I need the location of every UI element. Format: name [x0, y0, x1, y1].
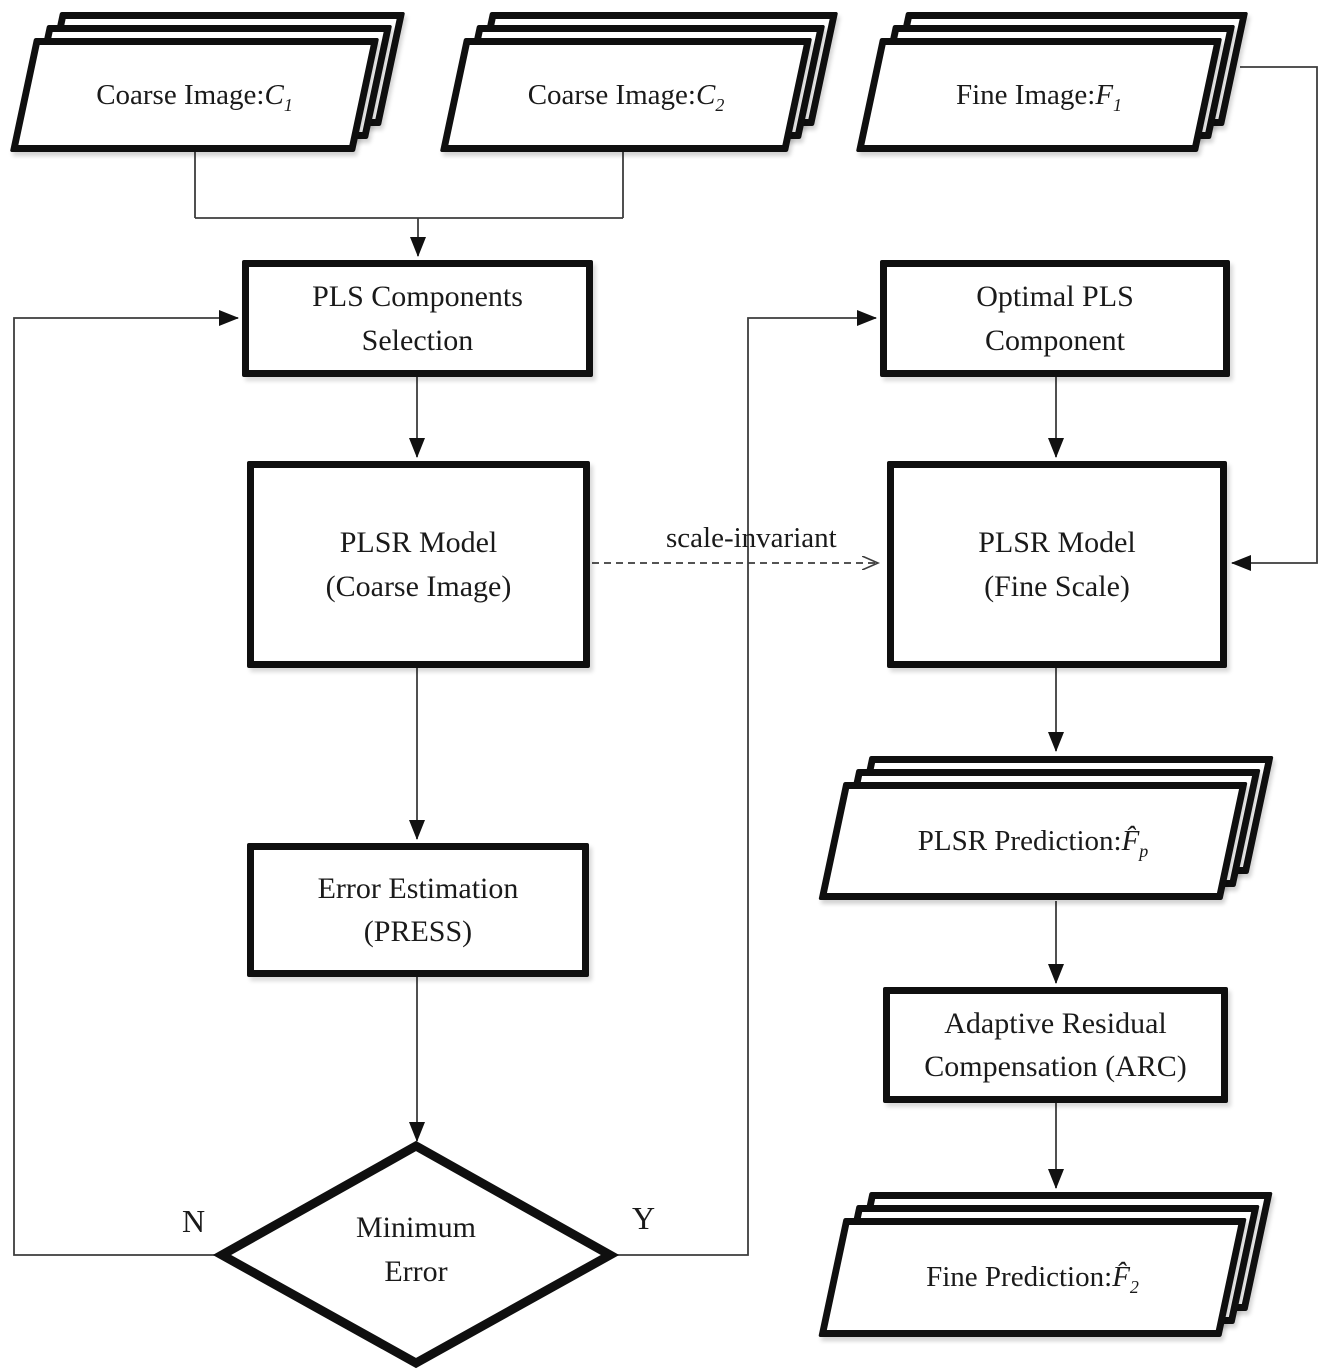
box-label: PLSR Model (Coarse Image)	[326, 521, 512, 608]
symbol-text: C	[695, 78, 716, 111]
label-line: Optimal PLS	[976, 280, 1134, 313]
fine-image-1-label: Fine Image: F1	[868, 38, 1210, 152]
symbol-text: F̂	[1121, 824, 1140, 857]
label-text: PLSR Prediction:	[917, 824, 1122, 857]
label-line: Minimum	[355, 1211, 476, 1244]
edge-fine-image-to-plsr-fine	[1231, 66, 1318, 571]
node-plsr-model-fine: PLSR Model (Fine Scale)	[887, 461, 1227, 668]
node-error-estimation: Error Estimation (PRESS)	[247, 843, 589, 977]
branch-no-label: N	[182, 1203, 206, 1239]
box-label: PLSR Model (Fine Scale)	[978, 521, 1136, 608]
label-line: Error	[384, 1254, 448, 1288]
plsr-prediction-label: PLSR Prediction: F̂p	[831, 782, 1235, 900]
label-line: PLSR Model	[978, 526, 1136, 559]
math-symbol: F1	[1095, 78, 1123, 115]
symbol-subscript: 1	[1113, 94, 1123, 115]
box-label: Error Estimation (PRESS)	[318, 867, 519, 954]
box-label: PLS Components Selection	[312, 275, 523, 362]
minimum-error-diamond	[212, 1140, 620, 1369]
label-text: Coarse Image:	[96, 78, 265, 111]
node-adaptive-residual-compensation: Adaptive Residual Compensation (ARC)	[883, 987, 1228, 1103]
branch-yes-label: Y	[632, 1200, 656, 1236]
label-line: (PRESS)	[363, 915, 473, 948]
label-line: Selection	[361, 323, 474, 357]
box-label: Adaptive Residual Compensation (ARC)	[924, 1002, 1187, 1089]
edge-yes-branch	[610, 310, 877, 1256]
label-text: Fine Prediction:	[926, 1261, 1113, 1293]
node-optimal-pls-component: Optimal PLS Component	[880, 260, 1230, 377]
label-line: Component	[984, 323, 1125, 357]
label-line: (Coarse Image)	[325, 569, 512, 603]
box-label: Optimal PLS Component	[976, 275, 1134, 362]
label-line: Adaptive Residual	[944, 1006, 1167, 1040]
fine-prediction-label: Fine Prediction: F̂2	[831, 1218, 1234, 1337]
label-text: Fine Image:	[955, 78, 1096, 111]
label-line: Compensation (ARC)	[924, 1050, 1187, 1083]
symbol-subscript: 1	[283, 94, 293, 115]
label-text: Coarse Image:	[527, 78, 696, 111]
symbol-text: C	[264, 78, 284, 111]
math-symbol: F̂p	[1121, 824, 1149, 861]
coarse-image-1-label: Coarse Image: C1	[22, 38, 367, 152]
math-symbol: C1	[264, 78, 293, 115]
label-line: Error Estimation	[317, 871, 519, 905]
label-line: PLSR Model	[339, 526, 498, 559]
math-symbol: C2	[695, 78, 725, 115]
symbol-subscript: 2	[715, 94, 725, 115]
symbol-text: F	[1095, 78, 1114, 111]
symbol-subscript: p	[1139, 840, 1149, 861]
label-line: PLS Components	[312, 280, 523, 313]
label-line: (Fine Scale)	[984, 569, 1130, 603]
minimum-error-label: Minimum Error	[316, 1206, 516, 1293]
symbol-subscript: 2	[1129, 1276, 1139, 1297]
edge-no-loop	[13, 310, 239, 1256]
node-pls-components-selection: PLS Components Selection	[242, 260, 593, 377]
symbol-text: F̂	[1112, 1261, 1130, 1293]
scale-invariant-label: scale-invariant	[666, 522, 837, 554]
math-symbol: F̂2	[1112, 1261, 1139, 1297]
node-plsr-model-coarse: PLSR Model (Coarse Image)	[247, 461, 590, 668]
coarse-image-2-label: Coarse Image: C2	[452, 38, 800, 152]
